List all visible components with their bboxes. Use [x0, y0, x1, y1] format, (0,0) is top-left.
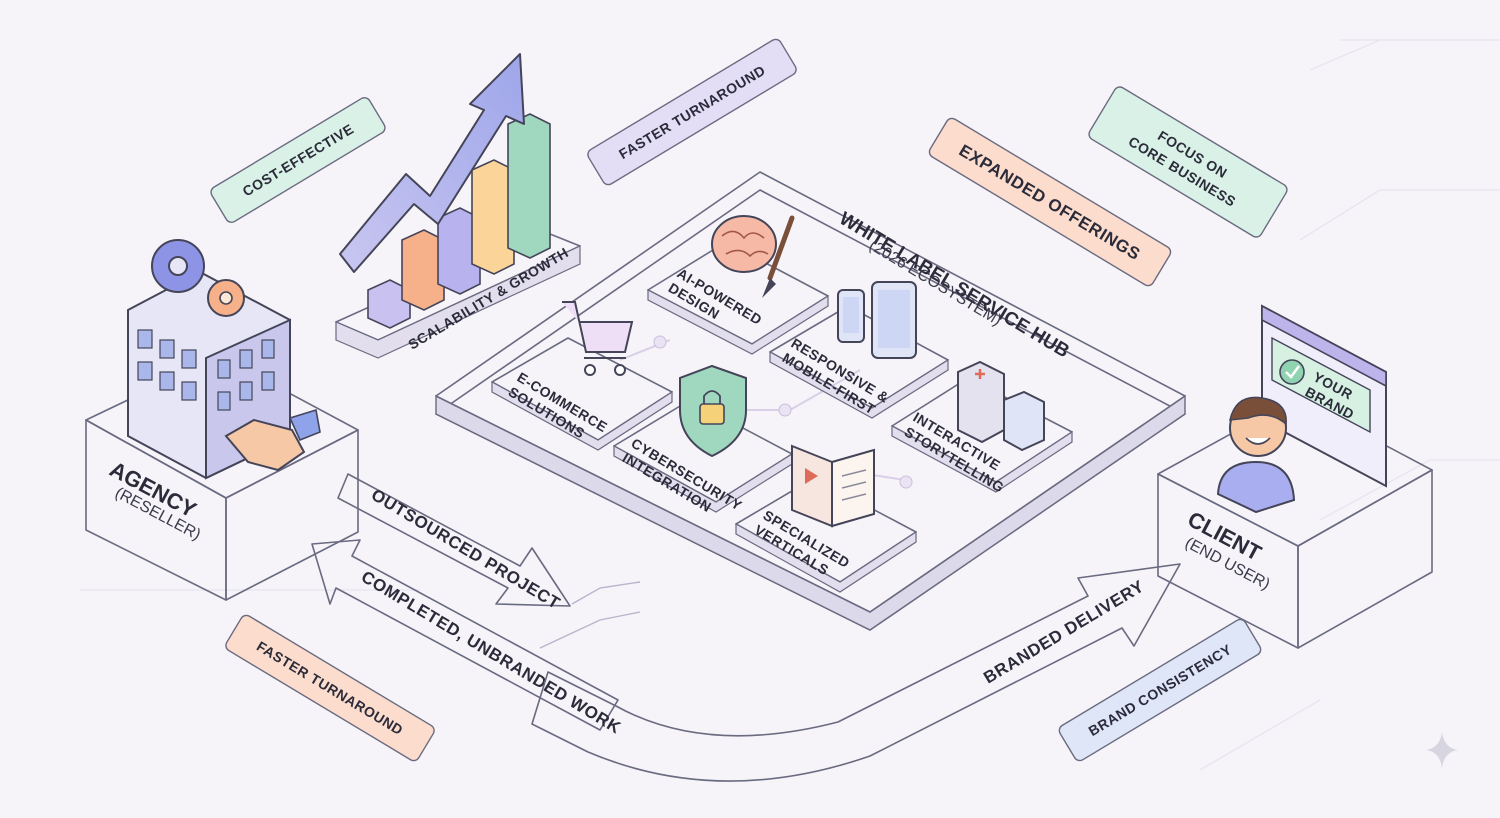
browser-window-icon — [1261, 304, 1387, 488]
scalability-chart[interactable]: SCALABILITY & GROWTH — [335, 53, 581, 359]
brain-icon — [711, 215, 777, 273]
faster-top-label: FASTER TURNAROUND — [616, 62, 768, 162]
connector-node — [653, 335, 667, 349]
benefit-brand-consistency[interactable]: BRAND CONSISTENCY — [1057, 617, 1263, 763]
small-gear-icon — [207, 279, 245, 317]
growth-arrow — [339, 53, 525, 273]
buildings-icon — [957, 360, 1045, 452]
faster-bottom-label: FASTER TURNAROUND — [254, 638, 406, 738]
gear-icon — [151, 239, 205, 293]
open-book-icon — [791, 444, 875, 528]
expanded-label: EXPANDED OFFERINGS — [956, 141, 1144, 264]
agency-node[interactable]: AGENCY (RESELLER) — [85, 239, 359, 601]
benefit-faster-turnaround-bottom[interactable]: FASTER TURNAROUND — [224, 613, 437, 763]
benefit-faster-turnaround-top[interactable]: FASTER TURNAROUND — [586, 37, 799, 187]
sparkle-icon — [1426, 732, 1458, 768]
flow-connector-lines — [539, 581, 641, 649]
mobile-phone-icon — [837, 289, 865, 343]
client-node[interactable]: YOURBRAND CLIENT (END USER) — [1157, 304, 1433, 649]
tablet-icon — [871, 281, 917, 359]
benefit-cost-effective[interactable]: COST-EFFECTIVE — [209, 95, 387, 224]
user-avatar-icon — [1216, 396, 1296, 514]
handshake-icon — [224, 408, 321, 472]
benefit-focus-core-business[interactable]: FOCUS ONCORE BUSINESS — [1087, 85, 1289, 239]
connector-node — [778, 403, 792, 417]
service-tile-responsive[interactable]: RESPONSIVE &MOBILE-FIRST — [769, 281, 949, 420]
growth-bars — [367, 113, 551, 329]
background-grid — [80, 39, 1500, 771]
brand-consistency-label: BRAND CONSISTENCY — [1086, 641, 1235, 739]
paintbrush-icon — [762, 215, 795, 298]
shield-lock-icon — [679, 364, 747, 458]
branded-label: BRANDED DELIVERY — [980, 576, 1147, 687]
shopping-cart-icon — [562, 301, 634, 376]
connector-node — [899, 475, 913, 489]
cost-effective-label: COST-EFFECTIVE — [240, 120, 357, 199]
checkmark-icon — [1279, 359, 1305, 385]
